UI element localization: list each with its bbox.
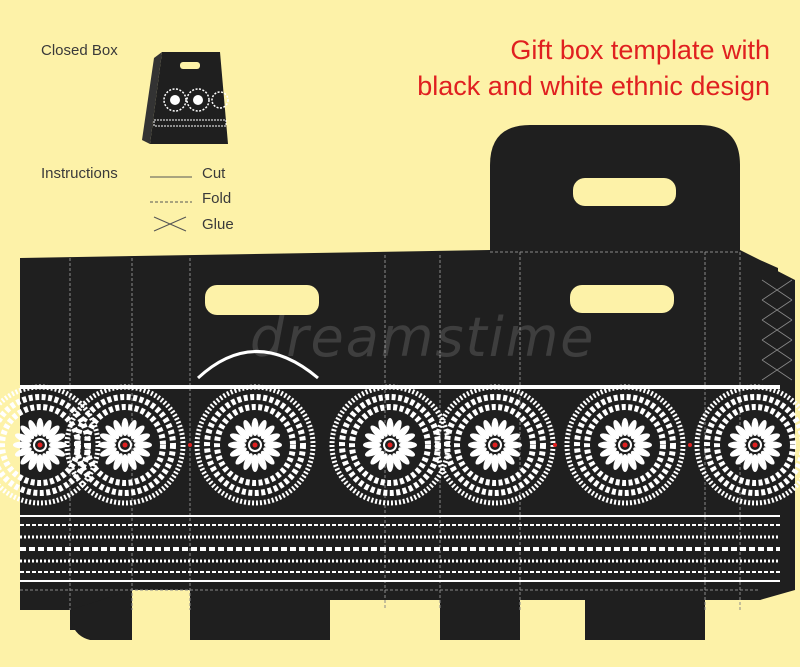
mandala-medallion [64, 384, 186, 506]
legend-fold: Fold [150, 190, 231, 207]
watermark: dreamstime [250, 306, 596, 369]
solid-line-icon [150, 176, 192, 177]
handle-hole-right [570, 285, 674, 313]
legend-glue: Glue [150, 213, 234, 235]
handle-arc [196, 350, 319, 380]
mandala-medallion [564, 384, 686, 506]
glue-marks [761, 279, 793, 381]
border-pattern-top [20, 385, 780, 582]
legend-cut: Cut [150, 165, 225, 182]
instructions-label: Instructions [41, 165, 118, 182]
dashed-line-icon [150, 201, 192, 202]
glue-cross-icon [153, 216, 187, 232]
handle-hole-left [205, 285, 319, 315]
legend-fold-label: Fold [202, 190, 232, 207]
title-line-2: black and white ethnic design [417, 71, 770, 101]
accent-dot [553, 443, 557, 447]
closed-box-label: Closed Box [41, 42, 118, 59]
accent-dot [688, 443, 692, 447]
page-title: Gift box template with black and white e… [290, 32, 770, 104]
mandala-medallion [694, 384, 800, 506]
title-line-1: Gift box template with [510, 35, 770, 65]
accent-dot [188, 443, 192, 447]
legend-cut-label: Cut [202, 165, 226, 182]
closed-box-illustration [142, 52, 229, 144]
mandala-medallion [194, 384, 316, 506]
mandala-row [0, 384, 800, 506]
handle-hole-top [573, 178, 676, 206]
legend-glue-label: Glue [202, 215, 234, 233]
